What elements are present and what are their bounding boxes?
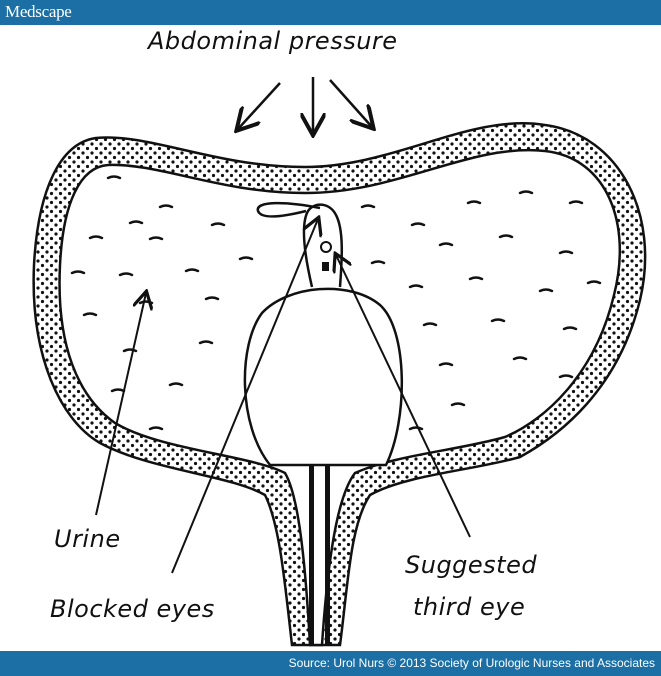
suggested-third-eye-label-line2: third eye — [413, 593, 526, 621]
bladder-diagram: Abdominal pressure Urine Blocked eyes Su… — [0, 25, 661, 651]
blocked-eye-hole — [322, 262, 329, 271]
third-eye-pointer — [336, 255, 471, 538]
diagram-drawing — [32, 77, 647, 647]
suggested-third-eye-hole — [320, 241, 332, 253]
catheter-tube — [309, 465, 330, 646]
pressure-arrow-left — [238, 82, 281, 129]
pressure-arrow-right — [329, 79, 372, 127]
blocked-eyes-pointer — [171, 219, 318, 574]
urine-label: Urine — [54, 525, 121, 553]
catheter-tip-curl — [256, 201, 321, 218]
urine-dashes — [70, 175, 602, 431]
source-citation: Source: Urol Nurs © 2013 Society of Urol… — [288, 656, 655, 670]
catheter-balloon — [243, 287, 403, 467]
medscape-logo: Medscape — [5, 2, 72, 21]
abdominal-pressure-label: Abdominal pressure — [148, 27, 398, 55]
blocked-eyes-label: Blocked eyes — [50, 595, 215, 623]
suggested-third-eye-label-line1: Suggested — [405, 551, 538, 579]
urine-pointer — [95, 293, 146, 516]
pressure-arrows — [238, 77, 372, 133]
header-bar: Medscape — [0, 0, 661, 25]
footer-bar: Source: Urol Nurs © 2013 Society of Urol… — [0, 651, 661, 676]
